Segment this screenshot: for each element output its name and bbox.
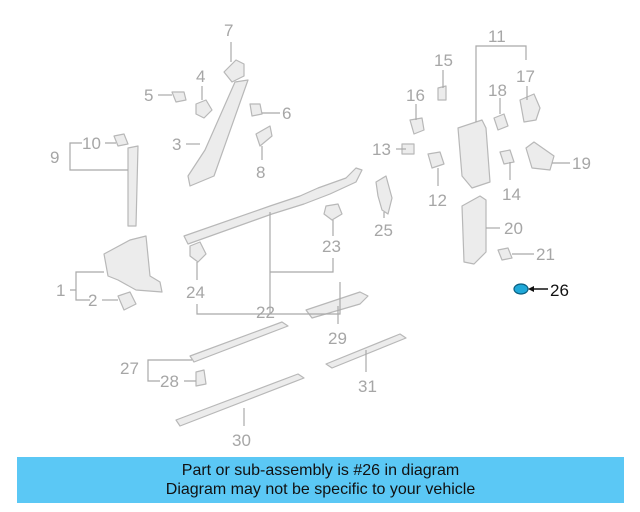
part-23-clip [323,203,343,221]
part-12-bolt [427,151,445,169]
part-10-clip [113,133,129,147]
caption-line-1: Part or sub-assembly is #26 in diagram [181,462,460,479]
part-15-clip [437,85,447,101]
part-16-clip [409,117,425,135]
part-30-sill-plate [175,373,305,427]
leader-27-28 [147,359,196,382]
part-9-trim-strip [127,145,139,227]
callout-4: 4 [196,67,205,86]
callout-6: 6 [282,104,291,123]
callout-24: 24 [186,283,205,302]
callout-1: 1 [56,281,65,300]
leader-1 [70,271,104,301]
part-18-screw [493,113,509,131]
callout-28: 28 [160,372,179,391]
part-19-handle [525,141,555,171]
callout-7: 7 [224,21,233,40]
part-11-b-pillar-trim [457,119,491,189]
part-26-clip-highlighted[interactable] [513,283,529,295]
part-13-screw [401,143,415,155]
callout-23: 23 [322,237,341,256]
part-14-screw [499,149,515,165]
callout-3: 3 [172,135,181,154]
callout-10: 10 [82,134,101,153]
callout-17: 17 [516,67,535,86]
callout-27: 27 [120,359,139,378]
part-29-scuff-plate [305,291,369,319]
callout-18: 18 [488,81,507,100]
callout-29: 29 [328,329,347,348]
leader-22 [196,212,341,315]
part-7-bracket [223,59,245,83]
part-5-screw [171,91,187,103]
part-27-sill-plate [189,321,289,363]
leader-11 [475,45,527,122]
part-2-clip [117,291,137,311]
callout-19: 19 [572,154,591,173]
part-4-clip [195,99,213,119]
part-20-b-pillar-lower-trim [461,195,487,265]
callout-9: 9 [50,148,59,167]
callout-8: 8 [256,163,265,182]
leader-23 [270,220,334,273]
caption-banner: Part or sub-assembly is #26 in diagram D… [17,457,624,503]
callout-11: 11 [488,27,506,46]
callout-15: 15 [434,51,453,70]
part-25-bracket [375,175,393,215]
parts-diagram: 7 4 5 3 6 8 10 9 1 2 24 22 23 25 29 27 2… [50,21,591,450]
arrow-26 [528,286,534,292]
part-1-kick-panel [103,235,163,293]
part-17-trim-piece [519,93,541,123]
callout-2: 2 [88,291,97,310]
callout-14: 14 [502,185,521,204]
callout-12: 12 [428,191,447,210]
leader-9-10 [69,142,128,171]
part-3-a-pillar-trim [187,79,249,187]
caption-line-2: Diagram may not be specific to your vehi… [165,481,476,498]
part-22-rocker-rail [183,167,363,245]
part-21-screw [497,247,513,261]
part-24-clip [189,241,207,263]
callout-13: 13 [372,140,391,159]
callout-26-highlighted[interactable]: 26 [550,281,569,300]
callout-21: 21 [536,245,555,264]
part-6-clip [249,103,263,117]
callout-22: 22 [256,303,275,322]
callout-25: 25 [374,221,393,240]
callout-30: 30 [232,431,251,450]
part-28-clip [195,369,207,387]
callout-5: 5 [144,86,153,105]
callout-20: 20 [504,219,523,238]
callout-16: 16 [406,86,425,105]
callout-31: 31 [358,377,377,396]
part-8-cover [255,125,273,147]
